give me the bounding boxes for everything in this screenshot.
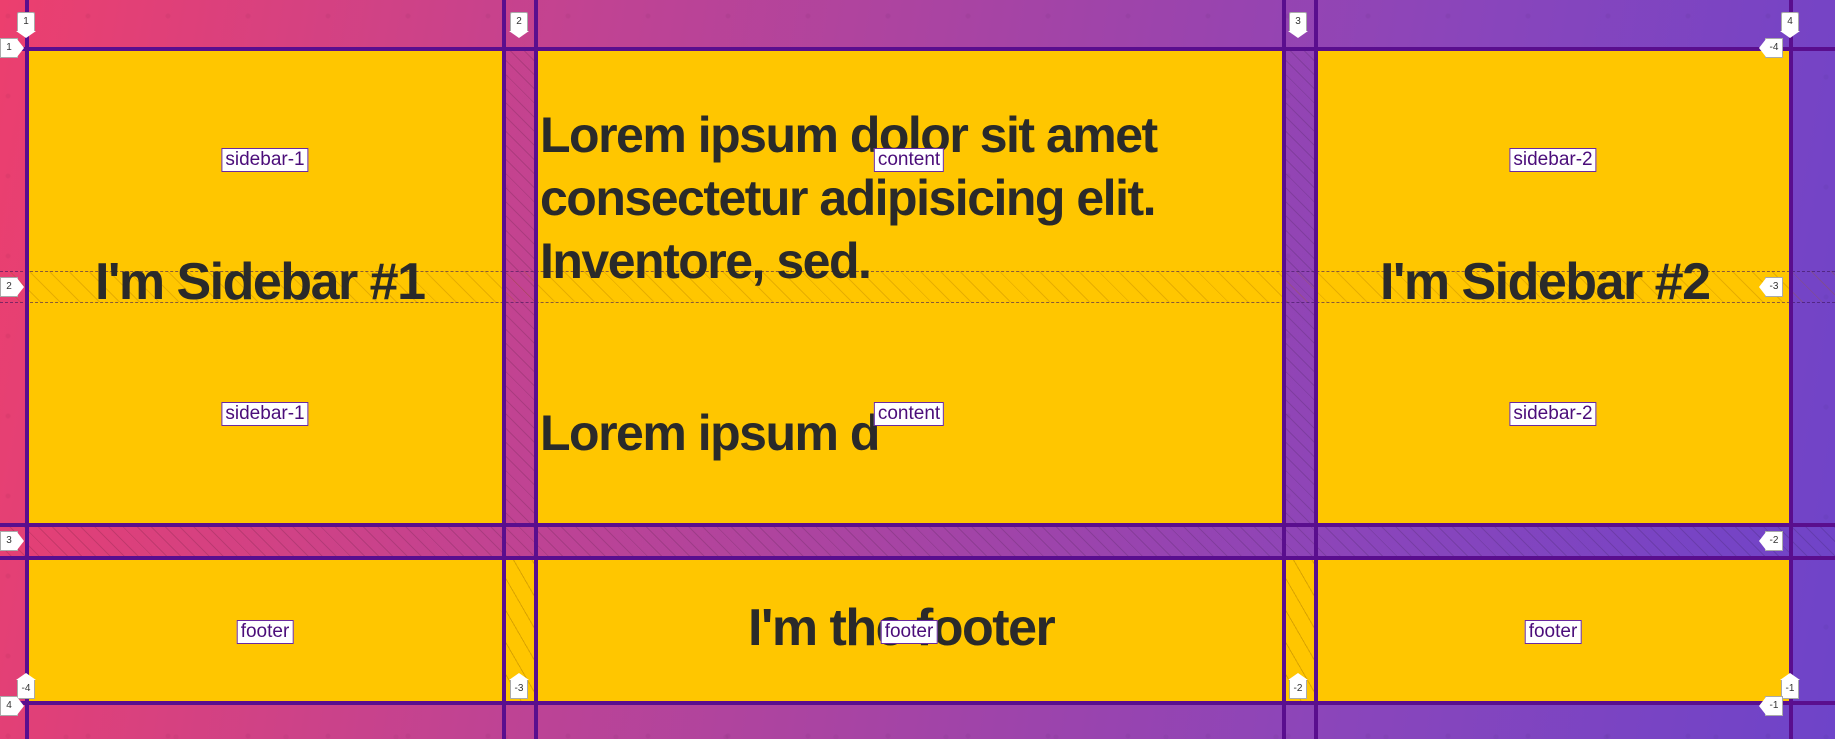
grid-line-col-3b <box>1314 0 1318 739</box>
grid-line-col-3a <box>1282 0 1286 739</box>
grid-line-row-1 <box>0 47 1835 51</box>
col-line-number-negative: -1 <box>1781 679 1799 699</box>
area-label-footer: footer <box>236 620 294 644</box>
grid-line-row-3b <box>0 556 1835 560</box>
area-label-footer: footer <box>1524 620 1582 644</box>
grid-line-col-2a <box>502 0 506 739</box>
sidebar-2-heading: I'm Sidebar #2 <box>1380 253 1711 311</box>
row-line-number: 3 <box>0 531 18 551</box>
col-line-number-negative: -3 <box>510 679 528 699</box>
content-cell <box>538 51 1282 524</box>
grid-line-row-4 <box>0 701 1835 705</box>
area-label-sidebar-2: sidebar-2 <box>1509 402 1597 426</box>
row-line-number: 2 <box>0 277 18 297</box>
area-label-footer: footer <box>880 620 938 644</box>
col-line-number: 4 <box>1781 12 1799 32</box>
grid-line-row-3a <box>0 523 1835 527</box>
grid-line-col-4 <box>1789 0 1793 739</box>
content-heading-2: Lorem ipsum d <box>540 405 880 461</box>
grid-line-col-2b <box>534 0 538 739</box>
dashed-line-top <box>0 271 1835 272</box>
row-line-number: 1 <box>0 38 18 58</box>
col-line-number-negative: -4 <box>17 679 35 699</box>
area-label-content: content <box>873 148 945 172</box>
column-gap-1 <box>502 51 538 524</box>
sidebar-1-heading: I'm Sidebar #1 <box>95 253 426 311</box>
row-line-number-negative: -4 <box>1765 38 1783 58</box>
content-heading-line-3: Inventore, sed. <box>540 233 872 289</box>
column-gap-2 <box>1282 51 1318 524</box>
area-label-sidebar-1: sidebar-1 <box>221 148 309 172</box>
area-label-sidebar-2: sidebar-2 <box>1509 148 1597 172</box>
implicit-row-band <box>0 271 1835 302</box>
grid-line-col-1 <box>25 0 29 739</box>
col-line-number: 3 <box>1289 12 1307 32</box>
row-line-number-negative: -3 <box>1765 277 1783 297</box>
content-heading-line-1: Lorem ipsum dolor sit amet <box>540 107 1158 163</box>
dashed-line-bottom <box>0 302 1835 303</box>
row-gap <box>0 524 1835 560</box>
col-line-number: 2 <box>510 12 528 32</box>
col-line-number: 1 <box>17 12 35 32</box>
row-line-number: 4 <box>0 696 18 716</box>
area-label-content: content <box>873 402 945 426</box>
row-line-number-negative: -1 <box>1765 696 1783 716</box>
row-line-number-negative: -2 <box>1765 531 1783 551</box>
sidebar-2-cell <box>1318 51 1789 524</box>
sidebar-1-cell <box>29 51 502 524</box>
content-heading-line-2: consectetur adipisicing elit. <box>540 170 1157 226</box>
area-label-sidebar-1: sidebar-1 <box>221 402 309 426</box>
col-line-number-negative: -2 <box>1289 679 1307 699</box>
